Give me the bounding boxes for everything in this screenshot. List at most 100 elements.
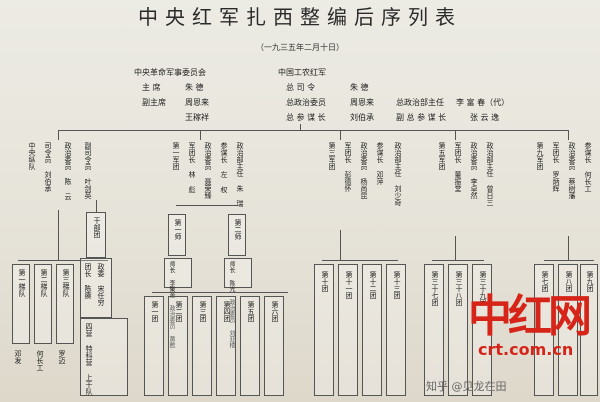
div-2-box: 第二师 xyxy=(228,214,246,256)
reg-3-box: 第三团 xyxy=(192,296,212,396)
crt-watermark-logo: 中红网 xyxy=(468,291,592,342)
red-army-org: 中国工农红军 xyxy=(278,68,326,77)
corps-9-commander: 军团长 罗炳辉 xyxy=(552,142,560,192)
corps-3-commander: 军团长 彭德怀 xyxy=(344,142,352,192)
column-1-box: 第一梯队 xyxy=(12,264,30,344)
column-2-label: 第二梯队 xyxy=(40,269,48,297)
reg-10-box: 第十团 xyxy=(314,264,334,396)
div-2-label: 第二师 xyxy=(234,219,242,240)
political-commissar-name: 周恩来 xyxy=(350,98,374,107)
corps-1-bus xyxy=(176,205,238,206)
reg-5-label: 第五团 xyxy=(247,301,255,322)
reg-1-label: 第一团 xyxy=(151,301,159,322)
cadre-subunits: 四营 特科营 上干队 xyxy=(85,323,93,395)
reg-38-box: 第三十八团 xyxy=(448,264,468,396)
corps-9-drop xyxy=(568,236,569,260)
central-column-commissar: 政治委员 陈 云 xyxy=(64,142,72,200)
military-commission-org: 中央革命军事委员会 xyxy=(134,68,206,77)
reg-4-label: 第四团 xyxy=(223,301,231,322)
drop-corps5 xyxy=(455,130,456,140)
corps-3-drop xyxy=(340,230,341,260)
cadre-commander: 团长 陈赓 xyxy=(84,263,92,299)
corps-1-commander: 军团长 林 彪 xyxy=(188,142,196,193)
chief-of-staff-label: 总 参 谋 长 xyxy=(286,113,326,122)
reg-9-box: 第九团 xyxy=(580,264,598,396)
reg-8-box: 第八团 xyxy=(558,264,578,396)
corps-5-bus xyxy=(432,260,484,261)
reg-37-box: 第三十七团 xyxy=(424,264,444,396)
corps-9-bus xyxy=(544,260,594,261)
reg-6-box: 第六团 xyxy=(264,296,284,396)
page-title: 中央红军扎西整编后序列表 xyxy=(138,5,462,29)
reg-10-label: 第十团 xyxy=(321,271,329,292)
commander-name: 朱 德 xyxy=(350,83,369,92)
corps-1-title: 第一军团 xyxy=(172,142,180,170)
chief-of-staff-name: 刘伯承 xyxy=(350,113,374,122)
political-commissar-label: 总政治委员 xyxy=(286,98,326,107)
column-3-person: 罗迈 xyxy=(58,350,66,364)
trunk-line xyxy=(300,124,301,130)
corps-5-title: 第五军团 xyxy=(438,142,446,170)
corps-1-staff: 参谋长 左 权 xyxy=(220,142,228,193)
cadre-commissar: 政委 宋任穷 xyxy=(97,263,105,306)
cadre-subunits-box: 四营 特科营 上干队 xyxy=(80,318,128,396)
div-1-box: 第一师 xyxy=(168,214,186,256)
corps-3-bus xyxy=(322,260,398,261)
reg-12-box: 第十二团 xyxy=(362,264,382,396)
div-2-leaders: 师长 陈光 政治委员 刘亚楼 xyxy=(228,261,235,348)
column-2-box: 第二梯队 xyxy=(34,264,52,344)
reg-39-label: 第三十九团 xyxy=(479,271,487,306)
chair-label: 主 席 xyxy=(142,83,161,92)
corps-5-drop xyxy=(455,236,456,260)
deputy-chief-staff-name: 张 云 逸 xyxy=(470,113,500,122)
reg-1-box: 第一团 xyxy=(144,296,164,396)
corps-3-title: 第三军团 xyxy=(328,142,336,170)
reg-9-label: 第九团 xyxy=(586,271,594,292)
column-1-person: 邓发 xyxy=(14,350,22,364)
reg-8-label: 第八团 xyxy=(565,271,573,292)
top-bus-line xyxy=(58,130,568,131)
date-line: （一九三五年二月十日） xyxy=(256,43,344,52)
reg-7-label: 第七团 xyxy=(541,271,549,292)
corps-5-commissar: 政治委员 李卓然 xyxy=(470,142,478,199)
commander-label: 总 司 令 xyxy=(286,83,316,92)
cadre-box: 干部团 xyxy=(86,212,106,258)
vice-chair-label: 副主席 xyxy=(142,98,166,107)
political-dept-label: 总政治部主任 xyxy=(396,98,444,107)
reg-4-box: 第四团 xyxy=(216,296,236,396)
central-column-commander: 司令员 刘伯承 xyxy=(44,142,52,192)
drop-central xyxy=(58,130,59,140)
cadre-leaders-box: 团长 陈赓 政委 宋任穷 xyxy=(80,258,112,318)
corps-9-staff: 参谋长 何长工 xyxy=(584,142,592,192)
reg-13-label: 第十三团 xyxy=(393,271,401,299)
column-2-person: 何长工 xyxy=(36,350,44,371)
reg-38-label: 第三十八团 xyxy=(455,271,463,306)
central-column-title: 中央纵队 xyxy=(28,142,36,170)
div-1-label: 第一师 xyxy=(174,219,182,240)
reg-13-box: 第十三团 xyxy=(386,264,406,396)
reg-7-box: 第七团 xyxy=(534,264,554,396)
corps-5-dept: 政治部主任 曾日三 xyxy=(486,142,494,206)
div-2-leaders-box: 师长 陈光 政治委员 刘亚楼 xyxy=(224,258,252,348)
political-dept-name: 李 富 春（代） xyxy=(456,98,510,107)
reg-3-label: 第三团 xyxy=(199,301,207,322)
corps-3-staff: 参谋长 邓萍 xyxy=(376,142,384,185)
corps-1-dept: 政治部主任 朱 瑞 xyxy=(236,142,244,207)
div-1-leaders-box: 师长 李聚奎 政治委员 黄甦 xyxy=(164,258,192,348)
drop-corps1 xyxy=(200,130,201,140)
vice-chair-2: 王稼祥 xyxy=(185,113,209,122)
zhihu-watermark: 知乎 @见龙在田 xyxy=(426,380,507,393)
cadre-label: 干部团 xyxy=(93,217,101,238)
column-3-box: 第三梯队 xyxy=(56,264,74,344)
corps-1-regiment-bus xyxy=(152,292,288,293)
reg-2-label: 第二团 xyxy=(175,301,183,322)
reg-12-label: 第十二团 xyxy=(369,271,377,299)
drop-corps3 xyxy=(340,130,341,140)
corps-5-commander: 军团长 董振堂 xyxy=(454,142,462,192)
reg-6-label: 第六团 xyxy=(271,301,279,322)
column-1-label: 第一梯队 xyxy=(18,269,26,297)
corps-3-dept: 政治部主任 刘少奇 xyxy=(394,142,402,206)
central-bus xyxy=(18,260,108,261)
central-column-deputy: 副司令员 叶剑英 xyxy=(84,142,92,199)
deputy-chief-staff-label: 副 总 参 谋 长 xyxy=(396,113,447,122)
